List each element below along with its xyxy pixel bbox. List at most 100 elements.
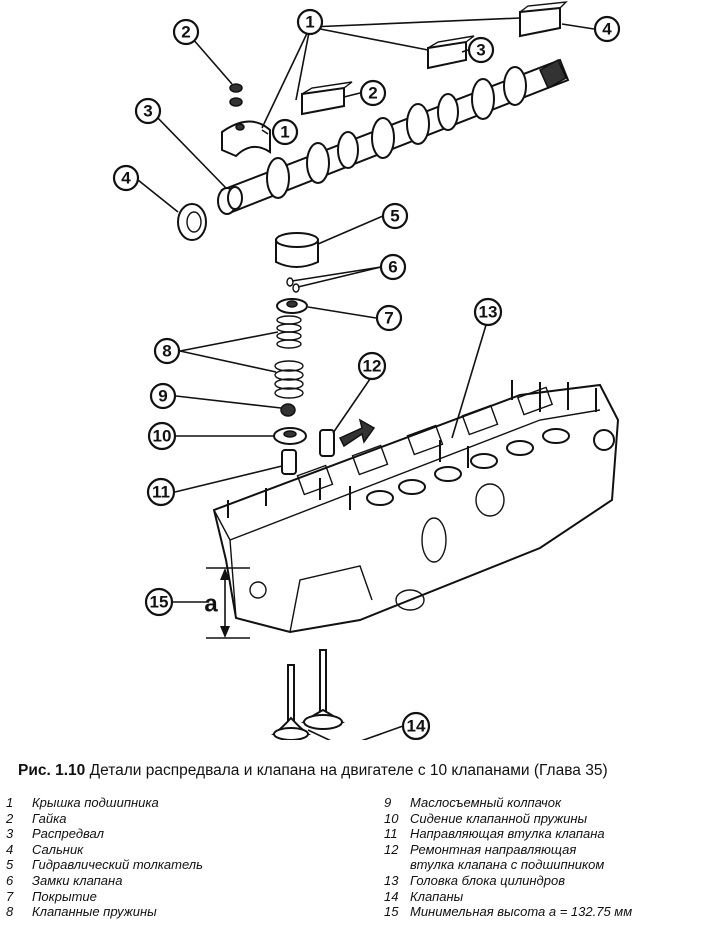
- legend-text: втулка клапана с подшипником: [410, 857, 605, 873]
- legend-text: Сальник: [32, 841, 84, 857]
- callout-number: 1: [305, 13, 314, 32]
- exploded-parts-diagram: a 1: [112, 1, 621, 740]
- legend-number: 11: [384, 826, 398, 842]
- legend-number: 13: [384, 872, 399, 888]
- callout-5: 5: [381, 202, 409, 230]
- legend-text: Направляющая втулка клапана: [410, 826, 605, 842]
- callout-10: 10: [147, 421, 177, 451]
- legend-item: 5 Гидравлический толкатель: [6, 857, 203, 873]
- legend-text: Гидравлический толкатель: [32, 857, 203, 873]
- callout-11: 11: [146, 477, 176, 507]
- legend-text: Покрытие: [32, 888, 97, 904]
- callout-number: 8: [162, 342, 171, 361]
- bearing-cap-2: [301, 81, 353, 116]
- legend-item: 3 Распредвал: [6, 826, 203, 842]
- legend-left-column: 1 Крышка подшипника 2 Гайка 3 Распредвал 4 С…: [6, 795, 203, 920]
- legend-text: Распредвал: [32, 826, 104, 842]
- callout-number: 9: [158, 387, 167, 406]
- callout-15: 15: [144, 587, 174, 617]
- legend-text: Ремонтная направляющая: [410, 841, 577, 857]
- bearing-cap-1: [221, 120, 271, 158]
- legend-number: [384, 857, 410, 873]
- callout-number: 12: [363, 357, 382, 376]
- legend-number: 6: [6, 872, 14, 888]
- legend-item: 15 Минимельная высота a = 132.75 мм: [384, 904, 632, 920]
- callout-7: 7: [375, 304, 403, 332]
- spring-cap: [276, 298, 308, 314]
- callout-14: 14: [401, 711, 431, 740]
- callout-1-top: 1: [296, 8, 324, 36]
- legend-item: 9 Маслосъемный колпачок: [384, 795, 632, 811]
- legend-number: 8: [6, 904, 14, 920]
- hydraulic-tappet: [275, 232, 319, 268]
- callout-number: 10: [153, 427, 172, 446]
- callout-8: 8: [153, 337, 181, 365]
- legend-text: Гайка: [32, 810, 67, 826]
- legend-number: 5: [6, 857, 14, 873]
- valve-collets: [286, 277, 300, 293]
- valve-springs: [274, 315, 304, 399]
- bearing-cap-4: [519, 1, 568, 38]
- callout-1-cap: 1: [271, 118, 299, 146]
- callout-number: 6: [388, 258, 397, 277]
- legend-item: 6 Замки клапана: [6, 873, 203, 889]
- legend-text: Замки клапана: [32, 872, 123, 888]
- legend-item: 10 Сидение клапанной пружины: [384, 811, 632, 827]
- figure-caption: Рис. 1.10 Детали распредвала и клапана н…: [18, 762, 608, 780]
- callout-2-nut: 2: [172, 18, 200, 46]
- callout-number: 3: [143, 102, 152, 121]
- legend-number: 1: [6, 795, 14, 810]
- callout-number: 4: [602, 20, 612, 39]
- callout-number: 2: [368, 84, 377, 103]
- dimension-label: a: [204, 591, 218, 618]
- callout-number: 1: [280, 123, 289, 142]
- callout-9: 9: [149, 382, 177, 410]
- legend-number: 3: [6, 826, 14, 842]
- callout-3-cap: 3: [467, 36, 495, 64]
- callout-13: 13: [473, 297, 503, 327]
- figure-caption-text: Детали распредвала и клапана на двигател…: [89, 762, 608, 779]
- callout-12: 12: [357, 351, 387, 381]
- nut-parts: [229, 83, 243, 107]
- legend-number: 2: [6, 810, 14, 826]
- legend-item: 1 Крышка подшипника: [6, 795, 203, 811]
- callout-2-cap: 2: [359, 79, 387, 107]
- legend-text: Крышка подшипника: [32, 795, 159, 810]
- callout-6: 6: [379, 253, 407, 281]
- repair-valve-guide: [319, 418, 376, 457]
- oil-seal: [177, 203, 207, 241]
- legend-right-column: 9 Маслосъемный колпачок 10 Сидение клапанн…: [384, 795, 632, 920]
- legend-text: Сидение клапанной пружины: [410, 810, 588, 826]
- legend-number: 4: [6, 841, 14, 857]
- legend-item: 11 Направляющая втулка клапана: [384, 826, 632, 842]
- valve-stem-seal: [280, 403, 296, 417]
- legend-text: Маслосъемный колпачок: [410, 795, 562, 810]
- legend-text: Головка блока цилиндров: [410, 872, 565, 888]
- spring-seat: [273, 427, 307, 445]
- callout-number: 13: [479, 303, 498, 322]
- legend-item: 7 Покрытие: [6, 889, 203, 905]
- legend-text: Минимельная высота a = 132.75 мм: [410, 904, 633, 920]
- legend-number: 15: [384, 904, 399, 920]
- callout-4-seal: 4: [112, 164, 140, 192]
- callout-number: 3: [476, 41, 485, 60]
- valves: [271, 649, 346, 740]
- camshaft: [217, 58, 570, 215]
- legend-text: Клапанные пружины: [32, 904, 157, 920]
- legend-item: 13 Головка блока цилиндров: [384, 873, 632, 889]
- leader-lines: [137, 17, 595, 740]
- callout-number: 5: [390, 207, 399, 226]
- legend-item: 2 Гайка: [6, 811, 203, 827]
- legend-number: 9: [384, 795, 392, 810]
- legend-number: 7: [6, 888, 14, 904]
- valve-guide: [281, 449, 297, 475]
- callout-number: 11: [152, 483, 170, 502]
- callout-number: 7: [384, 309, 393, 328]
- legend-number: 14: [384, 888, 399, 904]
- legend-item: 4 Сальник: [6, 842, 203, 858]
- legend-item: втулка клапана с подшипником: [384, 857, 632, 873]
- callout-number: 4: [121, 169, 131, 188]
- callout-number: 2: [181, 23, 190, 42]
- legend-number: 10: [384, 810, 399, 826]
